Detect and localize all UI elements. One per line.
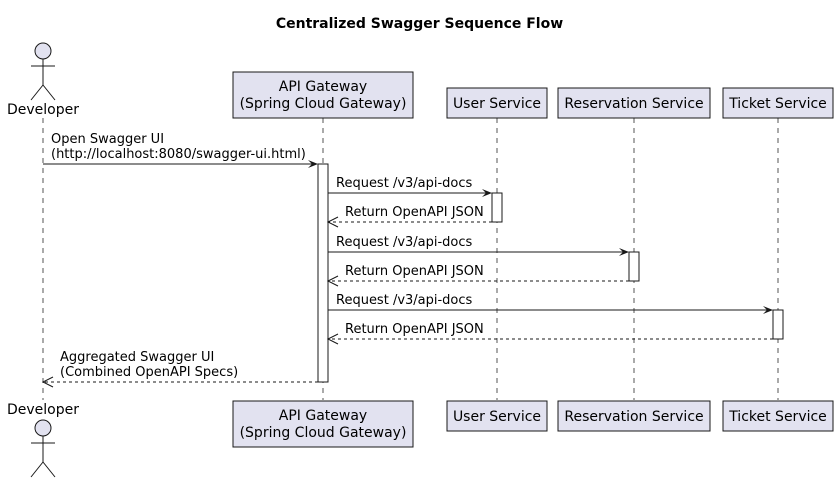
message-label: Return OpenAPI JSON	[345, 264, 484, 279]
participant-top-user: User Service	[446, 87, 548, 119]
messages: Open Swagger UI(http://localhost:8080/sw…	[41, 132, 773, 388]
participant-box	[446, 400, 548, 432]
participant-top-tick: Ticket Service	[722, 87, 834, 119]
participant-bottom-gw: API Gateway(Spring Cloud Gateway)	[232, 400, 414, 448]
activation-bar-res	[628, 251, 640, 282]
arrowhead-icon	[308, 160, 318, 168]
message-label: Aggregated Swagger UI	[60, 350, 214, 365]
participant-label: (Spring Cloud Gateway)	[240, 96, 407, 112]
actor-leg-right	[42, 84, 56, 101]
participant-label: API Gateway	[279, 408, 367, 424]
arrowhead-icon	[482, 189, 492, 197]
actor-head	[34, 42, 52, 60]
participant-label: Ticket Service	[728, 409, 827, 425]
participant-label: Ticket Service	[728, 96, 827, 112]
message-label: Request /v3/api-docs	[336, 235, 473, 250]
arrowhead-icon	[763, 306, 773, 314]
participant-box	[446, 87, 548, 119]
actor-leg-right	[42, 461, 56, 478]
actor-bottom-dev	[30, 419, 56, 478]
actor-top-dev	[30, 42, 56, 101]
participant-box	[722, 400, 834, 432]
message-label: Return OpenAPI JSON	[345, 205, 484, 220]
participant-label: User Service	[453, 96, 541, 112]
participant-box	[557, 87, 711, 119]
participant-label: Reservation Service	[564, 96, 703, 112]
message-2: Request /v3/api-docs	[328, 176, 492, 197]
message-label: Request /v3/api-docs	[336, 293, 473, 308]
participant-label: Reservation Service	[564, 409, 703, 425]
arrowhead-icon	[326, 275, 339, 287]
activation-bar-user	[491, 192, 503, 223]
participant-label: (Spring Cloud Gateway)	[240, 425, 407, 441]
participant-bottom-tick: Ticket Service	[722, 400, 834, 432]
participant-label-top-dev: Developer	[7, 102, 79, 118]
participant-top-res: Reservation Service	[557, 87, 711, 119]
arrowhead-icon	[326, 333, 339, 345]
participant-bottom-user: User Service	[446, 400, 548, 432]
participant-label-bottom-dev: Developer	[7, 402, 79, 418]
participant-label: API Gateway	[279, 79, 367, 95]
message-6: Request /v3/api-docs	[328, 293, 773, 314]
message-7: Return OpenAPI JSON	[326, 322, 773, 345]
message-1: Open Swagger UI(http://localhost:8080/sw…	[43, 132, 318, 168]
diagram-title: Centralized Swagger Sequence Flow	[276, 16, 563, 32]
arrowhead-icon	[41, 376, 54, 388]
message-label: (http://localhost:8080/swagger-ui.html)	[51, 147, 306, 162]
message-3: Return OpenAPI JSON	[326, 205, 492, 228]
participant-box	[232, 71, 414, 119]
participant-box	[557, 400, 711, 432]
participant-label: User Service	[453, 409, 541, 425]
message-8: Aggregated Swagger UI(Combined OpenAPI S…	[41, 350, 318, 388]
message-label: Open Swagger UI	[51, 132, 164, 147]
participant-box	[232, 400, 414, 448]
participant-bottom-res: Reservation Service	[557, 400, 711, 432]
message-label: Return OpenAPI JSON	[345, 322, 484, 337]
actor-leg-left	[30, 461, 44, 478]
activation-bar-tick	[772, 309, 784, 340]
activation-bars	[317, 163, 784, 383]
message-5: Return OpenAPI JSON	[326, 264, 629, 287]
participant-top-gw: API Gateway(Spring Cloud Gateway)	[232, 71, 414, 119]
message-4: Request /v3/api-docs	[328, 235, 629, 256]
activation-bar-gw	[317, 163, 329, 383]
participant-box	[722, 87, 834, 119]
actor-head	[34, 419, 52, 437]
actor-leg-left	[30, 84, 44, 101]
message-label: Request /v3/api-docs	[336, 176, 473, 191]
message-label: (Combined OpenAPI Specs)	[60, 365, 238, 380]
arrowhead-icon	[326, 216, 339, 228]
arrowhead-icon	[619, 248, 629, 256]
